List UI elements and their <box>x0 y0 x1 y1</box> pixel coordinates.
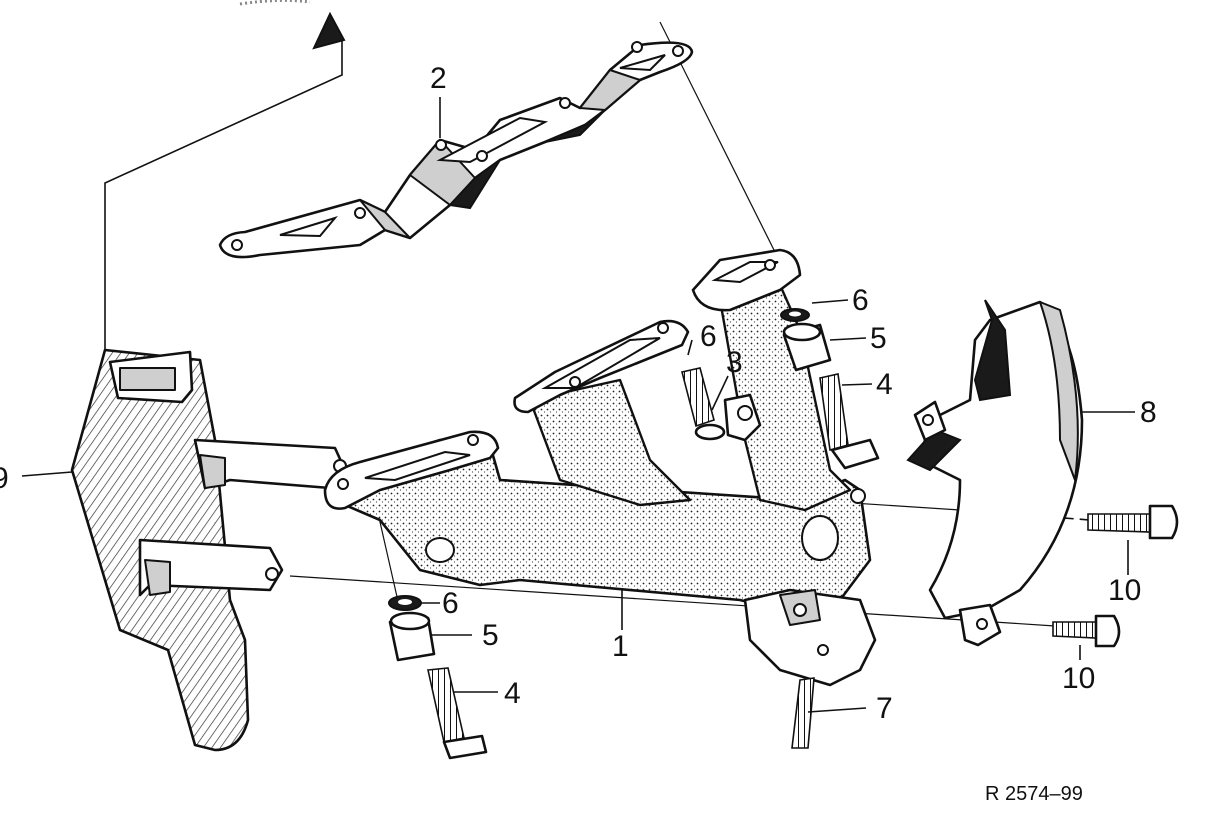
upper-bolt-stack <box>780 308 880 470</box>
lower-bolt-stack <box>388 595 488 760</box>
part-9-heat-shield <box>70 348 347 752</box>
part-3-stud <box>681 367 762 442</box>
label-part-4-upper: 4 <box>876 368 893 401</box>
label-part-5-lower: 5 <box>482 619 499 652</box>
part-8-shroud <box>906 299 1084 647</box>
part-10-bolts <box>1052 504 1179 648</box>
label-part-3: 3 <box>726 346 743 379</box>
label-part-4-lower: 4 <box>504 677 521 710</box>
label-part-1: 1 <box>612 630 629 663</box>
part-2-gasket <box>218 41 694 259</box>
label-part-2: 2 <box>430 62 447 95</box>
part-7-stud <box>791 677 815 749</box>
label-part-5-upper: 5 <box>870 322 887 355</box>
leader-to-exhaust <box>104 40 343 350</box>
part-1-manifold <box>323 248 877 687</box>
direction-arrow-icon <box>312 11 346 50</box>
label-part-10-upper: 10 <box>1108 574 1141 607</box>
label-part-10-lower: 10 <box>1062 662 1095 695</box>
label-part-6-mid: 6 <box>700 320 717 353</box>
cropped-part-fragment <box>239 0 311 6</box>
reference-code: R 2574–99 <box>985 783 1083 805</box>
label-part-6-upper: 6 <box>852 284 869 317</box>
alignment-line-lower <box>289 575 1056 627</box>
callout-labels: 2 9 1 3 6 6 5 4 8 10 10 6 5 4 7 <box>0 62 1157 725</box>
label-part-6-lower: 6 <box>442 587 459 620</box>
label-part-8: 8 <box>1140 396 1157 429</box>
label-part-7: 7 <box>876 692 893 725</box>
label-part-9: 9 <box>0 462 9 495</box>
callout-leaders <box>21 97 1135 713</box>
